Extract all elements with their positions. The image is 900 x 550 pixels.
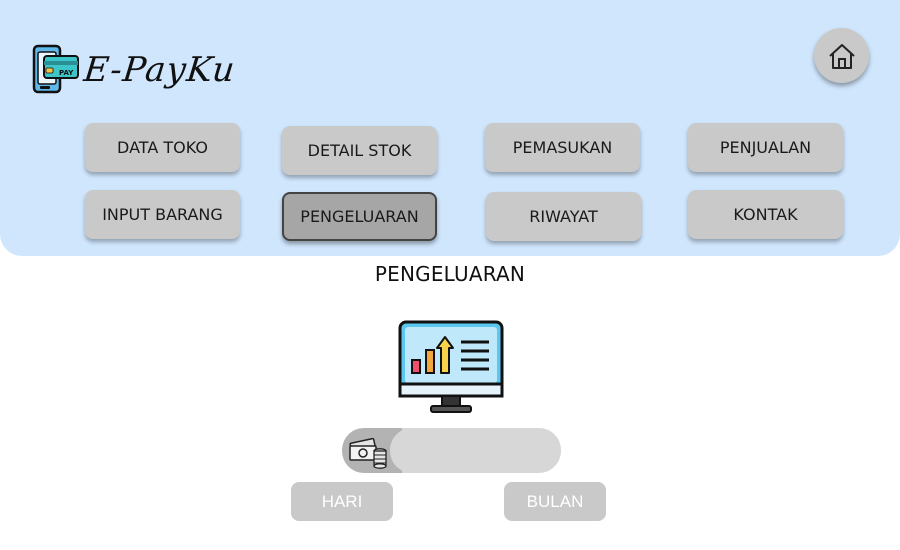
nav-button-input-barang[interactable]: INPUT BARANG [85,190,240,239]
nav-button-riwayat[interactable]: RIWAYAT [486,192,641,241]
nav-button-pengeluaran[interactable]: PENGELUARAN [282,192,437,241]
nav-button-kontak[interactable]: KONTAK [688,190,843,239]
e-payku-logo-icon: PAY [32,44,79,94]
money-icon [349,437,387,469]
nav-button-data-toko[interactable]: DATA TOKO [85,123,240,172]
page-title: PENGELUARAN [374,262,526,286]
hari-button[interactable]: HARI [291,482,393,521]
amount-field[interactable] [342,428,561,473]
nav-button-penjualan[interactable]: PENJUALAN [688,123,843,172]
brand-name: E-PayKu [81,50,238,90]
header-panel: PAY E-PayKu DATA TOKO DETAIL STOK PEMASU… [0,0,900,256]
nav-button-detail-stok[interactable]: DETAIL STOK [282,126,437,175]
svg-text:PAY: PAY [59,69,74,77]
home-icon [828,43,855,69]
home-button[interactable] [814,28,869,83]
nav-button-pemasukan[interactable]: PEMASUKAN [485,123,640,172]
bulan-button[interactable]: BULAN [504,482,606,521]
monitor-chart-icon [398,320,504,413]
